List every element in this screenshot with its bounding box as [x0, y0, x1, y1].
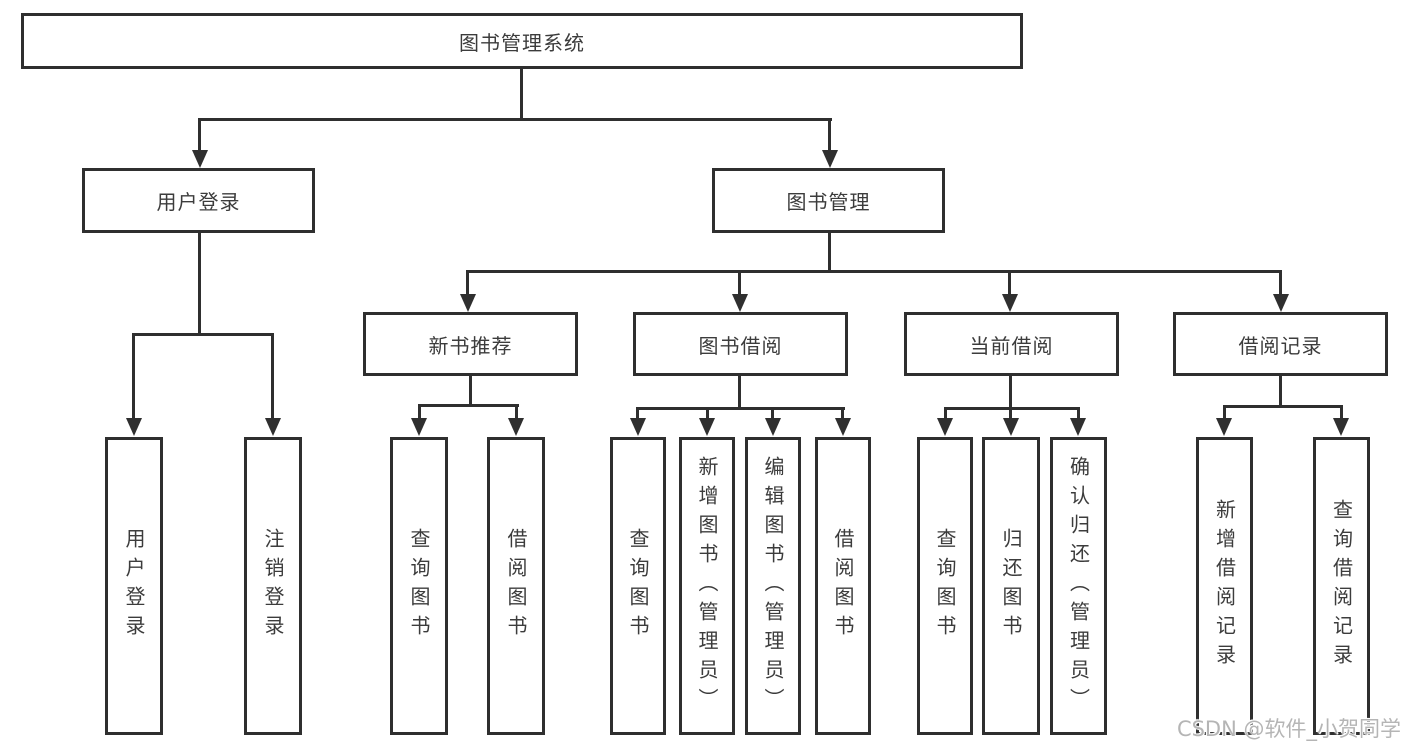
arrow-down-icon — [822, 150, 838, 168]
connector-line — [944, 407, 1080, 410]
node-label: 查询图书 — [626, 528, 650, 644]
leaf-logout: 注销登录 — [244, 437, 302, 735]
leaf-add-borrow-record: 新增借阅记录 — [1196, 437, 1253, 735]
node-label: 注销登录 — [261, 528, 285, 644]
connector-line — [828, 118, 831, 152]
connector-line — [1223, 405, 1226, 420]
arrow-down-icon — [1003, 418, 1019, 436]
connector-line — [706, 407, 709, 420]
csdn-watermark: CSDN @软件_小贺同学 — [1176, 717, 1401, 741]
node-label: 编辑图书（管理员） — [761, 455, 785, 717]
arrow-down-icon — [265, 418, 281, 436]
arrow-down-icon — [765, 418, 781, 436]
connector-line — [418, 404, 519, 407]
arrow-down-icon — [192, 150, 208, 168]
node-label: 新增借阅记录 — [1212, 499, 1237, 673]
connector-line — [1009, 407, 1012, 420]
arrow-down-icon — [937, 418, 953, 436]
arrow-down-icon — [732, 294, 748, 312]
node-new-book-recommend: 新书推荐 — [363, 312, 578, 376]
arrow-down-icon — [508, 418, 524, 436]
leaf-edit-books-admin: 编辑图书（管理员） — [745, 437, 801, 735]
connector-line — [738, 270, 741, 296]
node-label: 用户登录 — [156, 190, 241, 214]
connector-line — [636, 407, 639, 420]
node-label: 图书借阅 — [698, 333, 783, 358]
node-label: 确认归还（管理员） — [1066, 455, 1091, 717]
connector-line — [418, 404, 421, 420]
connector-line — [198, 118, 201, 152]
node-label: 图书管理 — [786, 190, 871, 214]
node-library-management-system: 图书管理系统 — [21, 13, 1023, 69]
leaf-borrow-books: 借阅图书 — [815, 437, 871, 735]
node-borrowing-records: 借阅记录 — [1173, 312, 1388, 376]
node-label: 图书管理系统 — [459, 30, 585, 55]
connector-line — [466, 270, 469, 296]
connector-line — [198, 233, 201, 336]
node-label: 查询借阅记录 — [1329, 499, 1354, 673]
node-label: 借阅记录 — [1238, 333, 1323, 358]
node-user-login: 用户登录 — [82, 168, 315, 233]
connector-line — [828, 233, 831, 273]
leaf-query-books-borrow: 查询图书 — [610, 437, 666, 735]
node-label: 查询图书 — [933, 528, 957, 644]
connector-line — [1279, 375, 1282, 408]
arrow-down-icon — [1333, 418, 1349, 436]
arrow-down-icon — [1216, 418, 1232, 436]
arrow-down-icon — [460, 294, 476, 312]
arrow-down-icon — [835, 418, 851, 436]
arrow-down-icon — [1070, 418, 1086, 436]
node-label: 归还图书 — [999, 528, 1023, 644]
node-book-management: 图书管理 — [712, 168, 945, 233]
node-book-borrowing: 图书借阅 — [633, 312, 848, 376]
connector-line — [469, 375, 472, 407]
connector-line — [636, 407, 845, 410]
connector-line — [771, 407, 774, 420]
leaf-query-books-recommend: 查询图书 — [390, 437, 448, 735]
connector-line — [1279, 270, 1282, 296]
connector-line — [944, 407, 947, 420]
leaf-confirm-return-admin: 确认归还（管理员） — [1050, 437, 1107, 735]
leaf-query-books-current: 查询图书 — [917, 437, 973, 735]
connector-line — [520, 68, 523, 121]
connector-line — [515, 404, 518, 420]
connector-line — [1009, 375, 1012, 410]
arrow-down-icon — [126, 418, 142, 436]
arrow-down-icon — [1002, 294, 1018, 312]
node-label: 借阅图书 — [831, 528, 855, 644]
node-label: 新增图书（管理员） — [695, 455, 719, 717]
connector-line — [738, 375, 741, 410]
connector-line — [132, 333, 274, 336]
connector-line — [1223, 405, 1343, 408]
connector-line — [198, 118, 832, 121]
connector-line — [1340, 405, 1343, 420]
connector-line — [132, 333, 135, 419]
connector-line — [466, 270, 1282, 273]
leaf-borrow-books-recommend: 借阅图书 — [487, 437, 545, 735]
node-label: 查询图书 — [407, 528, 431, 644]
node-label: 新书推荐 — [428, 333, 513, 358]
connector-line — [841, 407, 844, 420]
node-label: 借阅图书 — [504, 528, 528, 644]
leaf-return-books: 归还图书 — [982, 437, 1040, 735]
leaf-add-books-admin: 新增图书（管理员） — [679, 437, 735, 735]
connector-line — [1077, 407, 1080, 420]
arrow-down-icon — [411, 418, 427, 436]
node-label: 用户登录 — [122, 528, 146, 644]
arrow-down-icon — [699, 418, 715, 436]
node-label: 当前借阅 — [969, 333, 1054, 358]
connector-line — [271, 333, 274, 419]
leaf-user-login: 用户登录 — [105, 437, 163, 735]
arrow-down-icon — [1273, 294, 1289, 312]
connector-line — [1008, 270, 1011, 296]
node-current-borrowing: 当前借阅 — [904, 312, 1119, 376]
arrow-down-icon — [630, 418, 646, 436]
leaf-query-borrow-record: 查询借阅记录 — [1313, 437, 1370, 735]
